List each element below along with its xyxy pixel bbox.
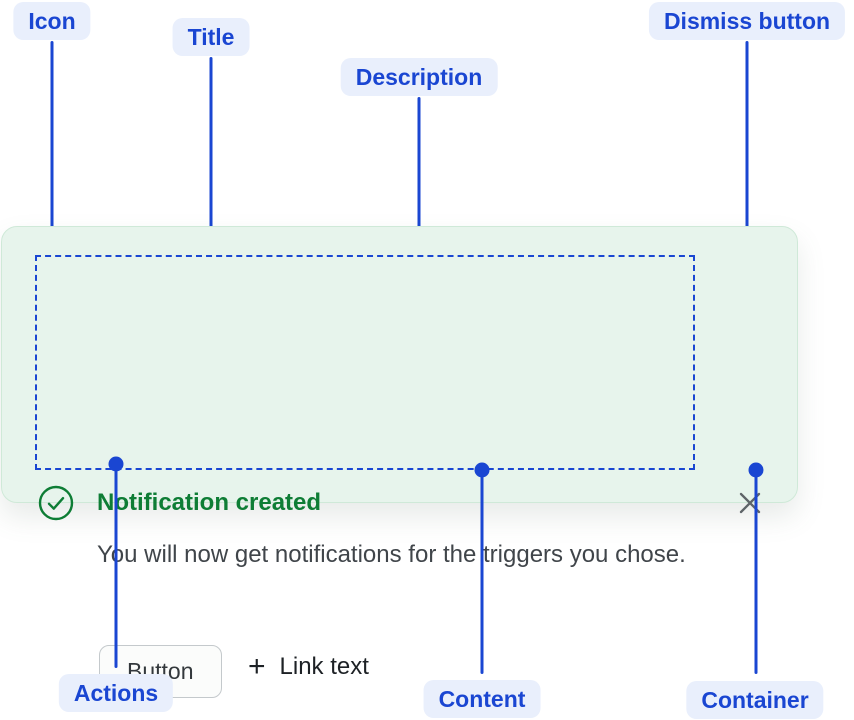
callout-label-container: Container [686,681,824,719]
callout-label-dismiss-button: Dismiss button [648,2,846,40]
callout-line-title [209,57,213,256]
notification-container: Notification created You will now get no… [1,226,798,698]
callout-line-description [417,97,421,296]
notification-description: You will now get notifications for the t… [97,541,686,568]
dismiss-button[interactable] [735,488,765,518]
callout-line-actions [114,468,118,668]
success-check-icon [38,485,74,521]
callout-label-content: Content [423,680,541,718]
callout-dot-content [474,462,490,478]
plus-icon: + [248,650,266,683]
callout-line-dismiss-button [745,41,749,240]
callout-line-container [754,474,758,674]
action-link[interactable]: + Link text [248,650,369,683]
callout-dot-container [748,462,764,478]
callout-label-title: Title [172,18,250,56]
callout-dot-actions [108,456,124,472]
callout-line-content [480,474,484,674]
callout-label-actions: Actions [58,674,174,712]
callout-line-icon [50,41,54,240]
close-icon [737,490,763,516]
callout-label-description: Description [340,58,498,96]
callout-label-icon: Icon [13,2,91,40]
notification-title: Notification created [97,489,322,516]
action-link-label: Link text [279,653,369,680]
